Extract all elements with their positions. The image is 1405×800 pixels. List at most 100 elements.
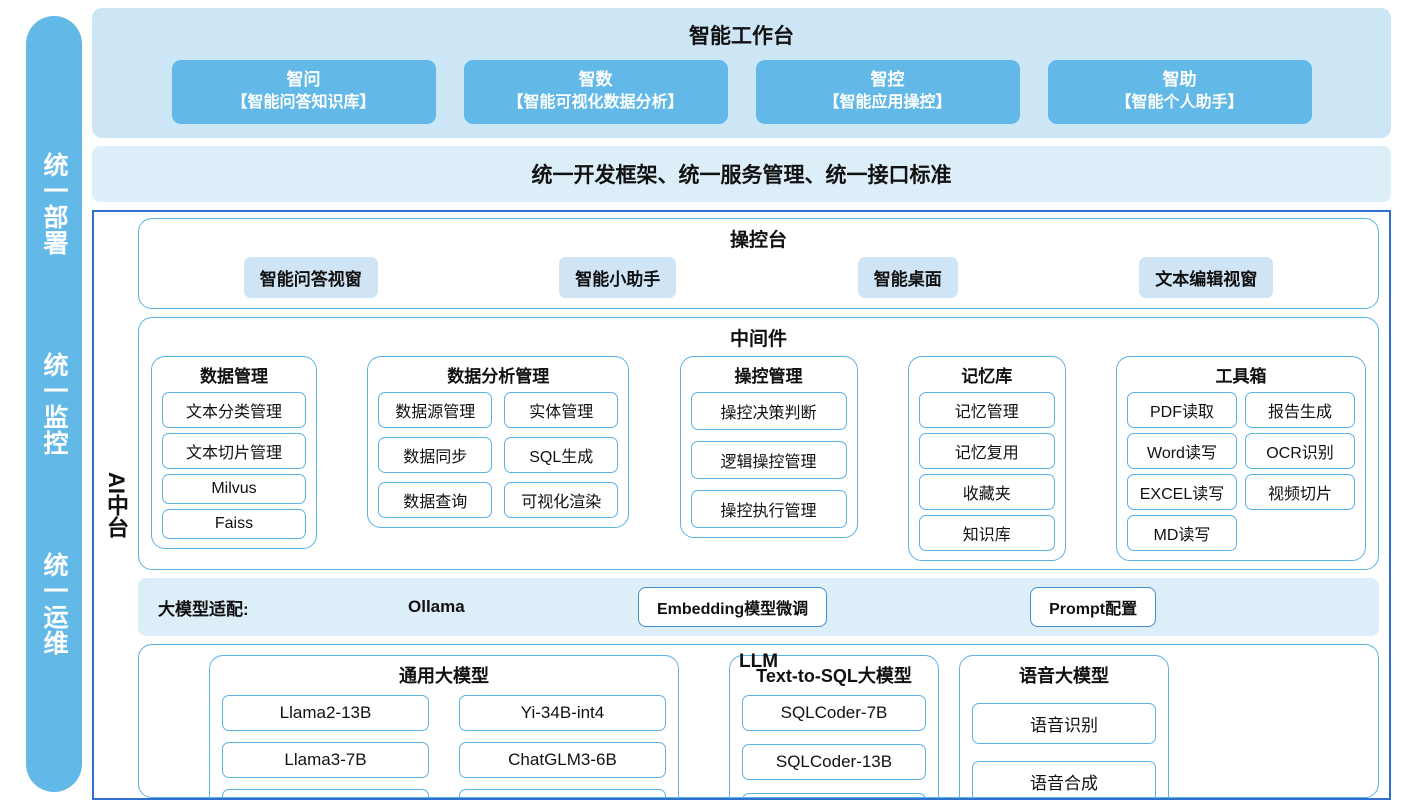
item-video-clipping[interactable]: 视频切片 <box>1245 474 1355 511</box>
middleware-title: 中间件 <box>729 329 787 351</box>
workbench-card-zhishu[interactable]: 智数 【智能可视化数据分析】 <box>463 60 728 125</box>
middleware-column-data-management: 数据管理 文本分类管理 文本切片管理 Milvus Faiss <box>151 356 317 550</box>
item-pdf-read[interactable]: PDF读取 <box>1127 392 1237 429</box>
console-item-row: 智能问答视窗 智能小助手 智能桌面 文本编辑视窗 <box>153 257 1364 299</box>
middleware-columns: 数据管理 文本分类管理 文本切片管理 Milvus Faiss 数据分析管理 <box>151 356 1366 562</box>
column-items: Llama2-13B Yi-34B-int4 Llama3-7B ChatGLM… <box>222 695 666 798</box>
item-knowledge-base[interactable]: 知识库 <box>918 515 1055 552</box>
workbench-title: 智能工作台 <box>689 25 794 48</box>
console-item-text-editor[interactable]: 文本编辑视窗 <box>1139 257 1274 299</box>
workbench-card-sub: 【智能问答知识库】 <box>231 93 376 111</box>
middleware-column-memory-store: 记忆库 记忆管理 记忆复用 收藏夹 知识库 <box>907 356 1066 562</box>
adaptation-ollama: Ollama <box>408 597 465 617</box>
console-item-assistant[interactable]: 智能小助手 <box>559 257 677 299</box>
item-md-readwrite[interactable]: MD读写 <box>1127 515 1237 552</box>
item-visualization-render[interactable]: 可视化渲染 <box>504 482 619 519</box>
column-title: 工具箱 <box>1215 367 1267 387</box>
item-data-sync[interactable]: 数据同步 <box>378 437 493 474</box>
framework-strip: 统一开发框架、统一服务管理、统一接口标准 <box>92 146 1391 203</box>
column-items: PDF读取 报告生成 Word读写 OCR识别 EXCEL读写 视频切片 MD读… <box>1127 392 1355 552</box>
main-stack: 智能工作台 智问 【智能问答知识库】 智数 【智能可视化数据分析】 智控 【智能… <box>92 8 1397 800</box>
item-control-execution[interactable]: 操控执行管理 <box>690 490 847 529</box>
adaptation-button-embedding-finetune[interactable]: Embedding模型微调 <box>638 587 828 628</box>
column-items: 记忆管理 记忆复用 收藏夹 知识库 <box>918 392 1055 552</box>
item-text-chunking[interactable]: 文本切片管理 <box>162 433 306 470</box>
model-adaptation-strip: 大模型适配: Ollama Embedding模型微调 Prompt配置 <box>138 578 1379 637</box>
item-excel-readwrite[interactable]: EXCEL读写 <box>1127 474 1237 511</box>
workbench-card-name: 智问 <box>286 70 321 89</box>
llm-column-text-to-sql: Text-to-SQL大模型 SQLCoder-7B SQLCoder-13B … <box>729 655 939 798</box>
ai-middle-platform-label-text: AI中台 <box>104 472 129 539</box>
model-llama3-13b[interactable]: Llama3-13B <box>222 789 429 798</box>
workbench-panel: 智能工作台 智问 【智能问答知识库】 智数 【智能可视化数据分析】 智控 【智能… <box>92 8 1391 139</box>
item-data-query[interactable]: 数据查询 <box>378 482 493 519</box>
column-title: Text-to-SQL大模型 <box>756 666 912 687</box>
item-text-classification[interactable]: 文本分类管理 <box>162 392 306 429</box>
item-faiss[interactable]: Faiss <box>162 509 306 540</box>
item-logic-control[interactable]: 逻辑操控管理 <box>690 441 847 480</box>
column-title: 语音大模型 <box>1019 666 1109 687</box>
workbench-card-zhiwen[interactable]: 智问 【智能问答知识库】 <box>171 60 436 125</box>
console-item-desktop[interactable]: 智能桌面 <box>857 257 958 299</box>
llm-columns: 通用大模型 Llama2-13B Yi-34B-int4 Llama3-7B C… <box>151 649 1366 798</box>
column-items: SQLCoder-7B SQLCoder-13B defog_sqlcoder-… <box>742 695 926 798</box>
item-favorites[interactable]: 收藏夹 <box>918 474 1055 511</box>
console-item-qa-window[interactable]: 智能问答视窗 <box>243 257 378 299</box>
item-word-readwrite[interactable]: Word读写 <box>1127 433 1237 470</box>
column-title: 通用大模型 <box>399 666 489 687</box>
workbench-card-row: 智问 【智能问答知识库】 智数 【智能可视化数据分析】 智控 【智能应用操控】 … <box>102 60 1381 125</box>
model-speech-synthesis[interactable]: 语音合成 <box>972 761 1156 798</box>
workbench-card-sub: 【智能可视化数据分析】 <box>507 93 684 111</box>
column-items: 文本分类管理 文本切片管理 Milvus Faiss <box>162 392 306 540</box>
workbench-card-sub: 【智能个人助手】 <box>1115 93 1244 111</box>
llm-title: LLM <box>738 651 779 673</box>
middleware-column-data-analysis: 数据分析管理 数据源管理 实体管理 数据同步 SQL生成 数据查询 可视化渲染 <box>367 356 630 529</box>
item-report-generation[interactable]: 报告生成 <box>1245 392 1355 429</box>
console-section: 操控台 智能问答视窗 智能小助手 智能桌面 文本编辑视窗 <box>138 218 1379 310</box>
item-ocr-recognition[interactable]: OCR识别 <box>1245 433 1355 470</box>
model-sqlcoder-7b[interactable]: SQLCoder-7B <box>742 695 926 732</box>
item-datasource-management[interactable]: 数据源管理 <box>378 392 493 429</box>
workbench-card-zhizhu[interactable]: 智助 【智能个人助手】 <box>1047 60 1312 125</box>
adaptation-button-prompt-config[interactable]: Prompt配置 <box>1030 587 1157 628</box>
item-milvus[interactable]: Milvus <box>162 474 306 505</box>
model-qwen-14b-chat[interactable]: Qwen-14B-Chat <box>459 789 666 798</box>
ai-middle-platform-label: AI中台 <box>94 212 138 798</box>
ai-middle-platform-body: 操控台 智能问答视窗 智能小助手 智能桌面 文本编辑视窗 中间件 数据管理 <box>138 212 1389 798</box>
vertical-rail: 统一部署 统一监控 统一运维 <box>26 16 82 792</box>
item-control-decision[interactable]: 操控决策判断 <box>690 392 847 431</box>
item-entity-management[interactable]: 实体管理 <box>504 392 619 429</box>
column-title: 记忆库 <box>961 367 1013 387</box>
workbench-card-name: 智控 <box>870 70 905 89</box>
model-chatglm3-6b[interactable]: ChatGLM3-6B <box>459 742 666 779</box>
rail-item-deploy[interactable]: 统一部署 <box>40 152 68 256</box>
middleware-column-control-management: 操控管理 操控决策判断 逻辑操控管理 操控执行管理 <box>679 356 858 539</box>
llm-column-general-models: 通用大模型 Llama2-13B Yi-34B-int4 Llama3-7B C… <box>209 655 679 798</box>
model-llama2-13b[interactable]: Llama2-13B <box>222 695 429 732</box>
column-title: 数据分析管理 <box>447 367 550 387</box>
middleware-section: 中间件 数据管理 文本分类管理 文本切片管理 Milvus Faiss <box>138 317 1379 571</box>
item-memory-management[interactable]: 记忆管理 <box>918 392 1055 429</box>
column-items: 操控决策判断 逻辑操控管理 操控执行管理 <box>690 392 847 529</box>
middleware-column-toolbox: 工具箱 PDF读取 报告生成 Word读写 OCR识别 EXCEL读写 视频切片… <box>1116 356 1366 562</box>
column-items: 语音识别 语音合成 <box>972 695 1156 798</box>
model-sqlcoder-13b[interactable]: SQLCoder-13B <box>742 744 926 781</box>
workbench-card-zhikong[interactable]: 智控 【智能应用操控】 <box>755 60 1020 125</box>
llm-column-voice-models: 语音大模型 语音识别 语音合成 <box>959 655 1169 798</box>
model-yi-34b-int4[interactable]: Yi-34B-int4 <box>459 695 666 732</box>
model-speech-recognition[interactable]: 语音识别 <box>972 703 1156 745</box>
item-sql-generation[interactable]: SQL生成 <box>504 437 619 474</box>
workbench-card-name: 智助 <box>1162 70 1197 89</box>
column-title: 操控管理 <box>734 367 803 387</box>
column-title: 数据管理 <box>200 367 268 387</box>
model-llama3-7b[interactable]: Llama3-7B <box>222 742 429 779</box>
console-title: 操控台 <box>729 230 787 252</box>
column-items: 数据源管理 实体管理 数据同步 SQL生成 数据查询 可视化渲染 <box>378 392 619 519</box>
rail-item-monitor[interactable]: 统一监控 <box>40 352 68 456</box>
model-defog-sqlcoder-7b[interactable]: defog_sqlcoder-7b <box>742 793 926 798</box>
adaptation-label: 大模型适配: <box>158 599 249 619</box>
item-memory-reuse[interactable]: 记忆复用 <box>918 433 1055 470</box>
rail-item-operations[interactable]: 统一运维 <box>40 552 68 656</box>
workbench-card-sub: 【智能应用操控】 <box>823 93 952 111</box>
